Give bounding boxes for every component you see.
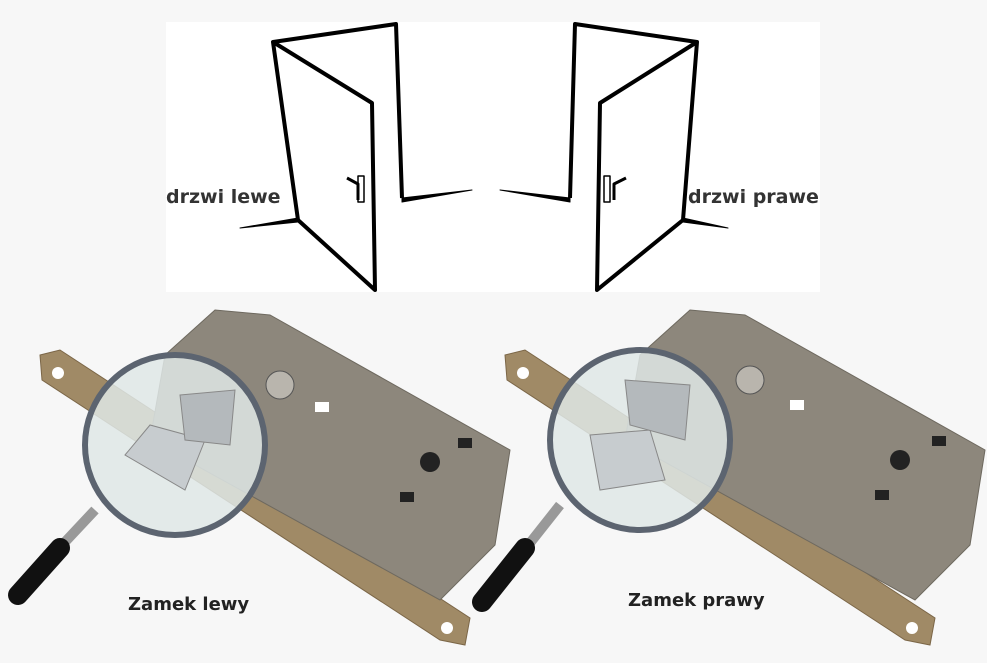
left-lock-label: Zamek lewy — [128, 594, 250, 615]
right-lock-label: Zamek prawy — [628, 590, 765, 611]
left-door-drawing — [239, 22, 473, 292]
right-door-drawing — [499, 22, 729, 292]
left-lock-image — [8, 309, 511, 646]
right-door-label: drzwi prawe — [688, 186, 819, 208]
right-lock-image — [472, 309, 986, 646]
left-door-label: drzwi lewe — [166, 186, 281, 208]
